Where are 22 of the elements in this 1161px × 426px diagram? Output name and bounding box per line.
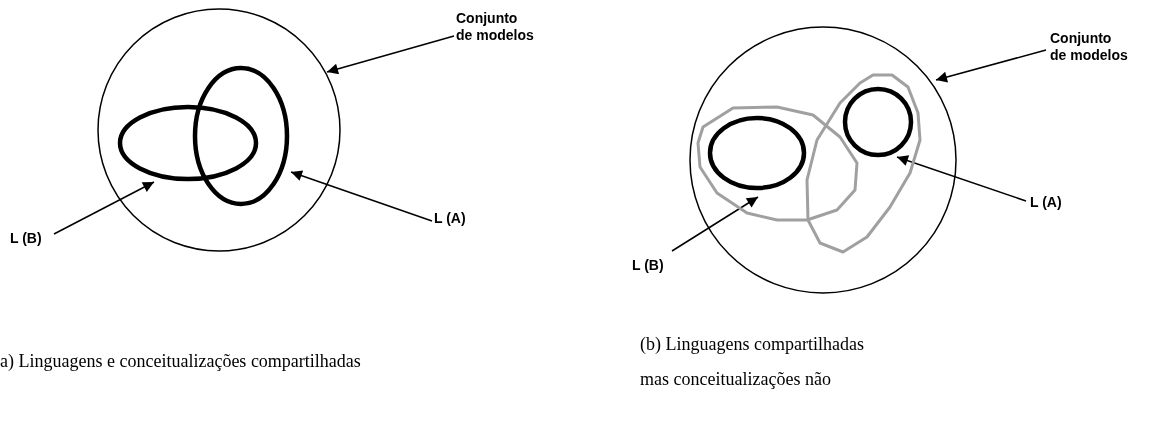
leader-arrow [53, 181, 155, 235]
ellipse-outline [708, 116, 806, 190]
ellipse-outline [192, 65, 290, 208]
set-circle [689, 26, 957, 294]
leader-arrow [326, 35, 455, 75]
leader-arrow [935, 49, 1047, 83]
conceptualization-outline [696, 105, 860, 222]
callout-label: Conjunto de modelos [1050, 30, 1130, 64]
callout-label: L (A) [1030, 194, 1070, 211]
callout-label: L (B) [10, 230, 50, 247]
leader-arrow [290, 170, 433, 222]
leader-arrow [671, 196, 759, 252]
set-circle [97, 9, 341, 253]
conceptualization-outline [805, 71, 922, 254]
callout-label: Conjunto de modelos [456, 10, 536, 44]
panel-caption: a) Linguagens e conceitualizações compartilhadas [0, 350, 362, 373]
callout-label: L (B) [632, 257, 672, 274]
leader-arrow [896, 155, 1027, 202]
panel-caption: (b) Linguagens compartilhadas mas conceitualizações não [640, 333, 865, 391]
circle-outline [843, 87, 913, 157]
ellipse-outline [117, 104, 259, 183]
callout-label: L (A) [434, 210, 474, 227]
